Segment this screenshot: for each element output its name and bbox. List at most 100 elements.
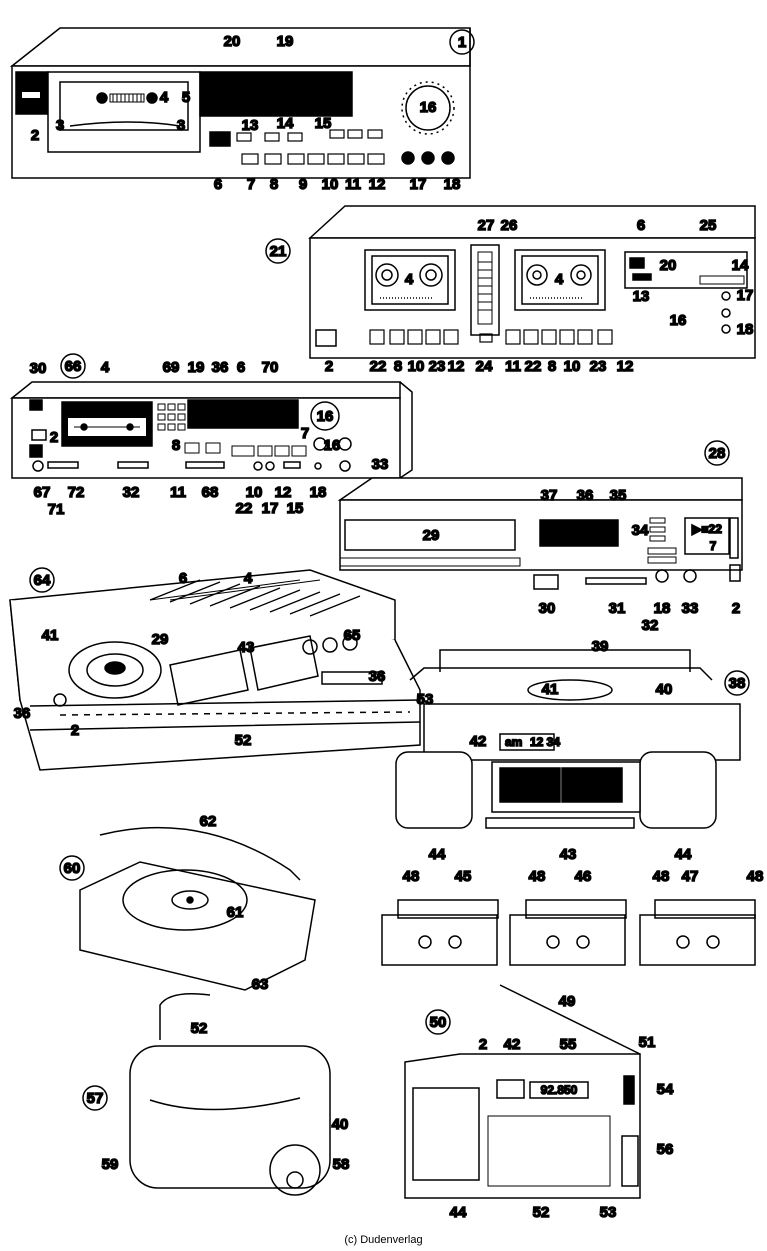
callout-14: 14 [277,115,294,132]
callout-20-b: 20 [660,257,677,274]
callout-7-b: 7 [301,425,309,442]
callout-41: 41 [42,627,59,644]
callout-40-b: 40 [332,1116,349,1133]
callout-51: 51 [639,1034,656,1051]
callout-71: 71 [48,501,65,518]
callout-46: 46 [575,868,592,885]
callout-22-c: 22 [236,500,253,517]
callout-62: 62 [200,813,217,830]
figure-28: 28 [709,445,726,462]
receiver-50 [404,984,641,1199]
callout-43: 43 [238,639,255,656]
deck-28 [337,477,743,590]
callout-4-e: 4 [244,570,253,587]
callout-40: 40 [656,681,673,698]
callout-63: 63 [252,976,269,993]
callout-10-c: 10 [564,358,581,375]
callout-72: 72 [68,484,85,501]
callout-44: 44 [429,846,446,863]
radio-am-tag: am [505,735,522,749]
callout-18-c: 18 [310,484,327,501]
callout-34: 34 [632,522,649,539]
display-readouts: 10 03 ▶■22 7 am 12 34 92.850 [504,521,723,1098]
callout-42: 42 [470,733,487,750]
callout-3: 3 [56,117,64,134]
callout-68: 68 [202,484,219,501]
callout-13-b: 13 [633,288,650,305]
callout-29-b: 29 [152,631,169,648]
radio-display: 12 34 [530,735,560,749]
callout-5: 5 [182,89,190,106]
callout-2: 2 [31,127,39,144]
callout-44-b: 44 [675,846,692,863]
radio-cassette-38 [395,649,741,829]
callout-22-b: 22 [525,358,542,375]
deck-28-time-display: 10 03 [557,527,600,546]
figure-66: 66 [65,358,82,375]
callout-53: 53 [417,691,434,708]
callout-52-b: 52 [191,1020,208,1037]
callout-36: 36 [212,359,229,376]
double-cassette-deck-21 [308,205,756,359]
callout-32-b: 32 [642,617,659,634]
callout-53-b: 53 [600,1204,617,1221]
callout-69: 69 [163,359,180,376]
figure-1: 1 [458,34,466,51]
figure-21: 21 [270,243,287,260]
callout-36-b: 36 [577,487,594,504]
callout-10-b: 10 [408,358,425,375]
callout-4-b: 4 [101,359,110,376]
callout-8-c: 8 [548,358,556,375]
cassettes [381,899,756,966]
callout-8: 8 [270,176,278,193]
callout-15-b: 15 [287,500,304,517]
music-center-64 [9,569,421,771]
callout-29: 29 [423,527,440,544]
figure-64: 64 [34,572,51,589]
callout-11-b: 11 [505,358,521,375]
deck-28-mode-display: ▶■22 [691,522,722,536]
callout-56: 56 [657,1141,674,1158]
callout-48-d: 48 [747,868,764,885]
callout-17: 17 [410,176,427,193]
callout-30-b: 30 [539,600,556,617]
callout-20: 20 [224,33,241,50]
callout-44-c: 44 [450,1204,467,1221]
callout-16-b: 16 [670,312,687,329]
callout-33: 33 [372,456,389,473]
callout-48-c: 48 [653,868,670,885]
callout-12: 12 [369,176,386,193]
callout-6-d: 6 [179,570,187,587]
callout-65: 65 [344,627,361,644]
callout-18-d: 18 [654,600,671,617]
callout-35: 35 [610,487,627,504]
figure-numbers: 1 21 66 28 64 38 60 50 57 [29,29,750,1111]
callout-23: 23 [429,358,446,375]
callout-27: 27 [478,217,495,234]
callout-4: 4 [160,89,169,106]
callout-42-b: 42 [504,1036,521,1053]
callout-67: 67 [34,484,51,501]
callout-47: 47 [682,868,699,885]
deck-28-counter: 7 [710,539,717,553]
callout-6: 6 [214,176,222,193]
callout-23-b: 23 [590,358,607,375]
callout-8-b: 8 [394,358,402,375]
callout-2-f: 2 [479,1036,487,1053]
callout-55: 55 [560,1036,577,1053]
callout-4-c: 4 [405,271,414,288]
callout-2-b: 2 [325,358,333,375]
callout-39: 39 [592,638,609,655]
callout-2-e: 2 [71,722,79,739]
callout-41-b: 41 [542,681,559,698]
callout-3b: 3 [177,117,185,134]
callout-11-c: 11 [170,484,186,501]
receiver-tuning-display: 92.850 [541,1083,578,1097]
callout-36-c: 36 [369,668,386,685]
portable-radio-57 [129,993,331,1196]
callout-30: 30 [30,360,47,377]
callout-19: 19 [277,33,294,50]
callout-6-b: 6 [637,217,645,234]
callout-2-d: 2 [732,600,740,617]
